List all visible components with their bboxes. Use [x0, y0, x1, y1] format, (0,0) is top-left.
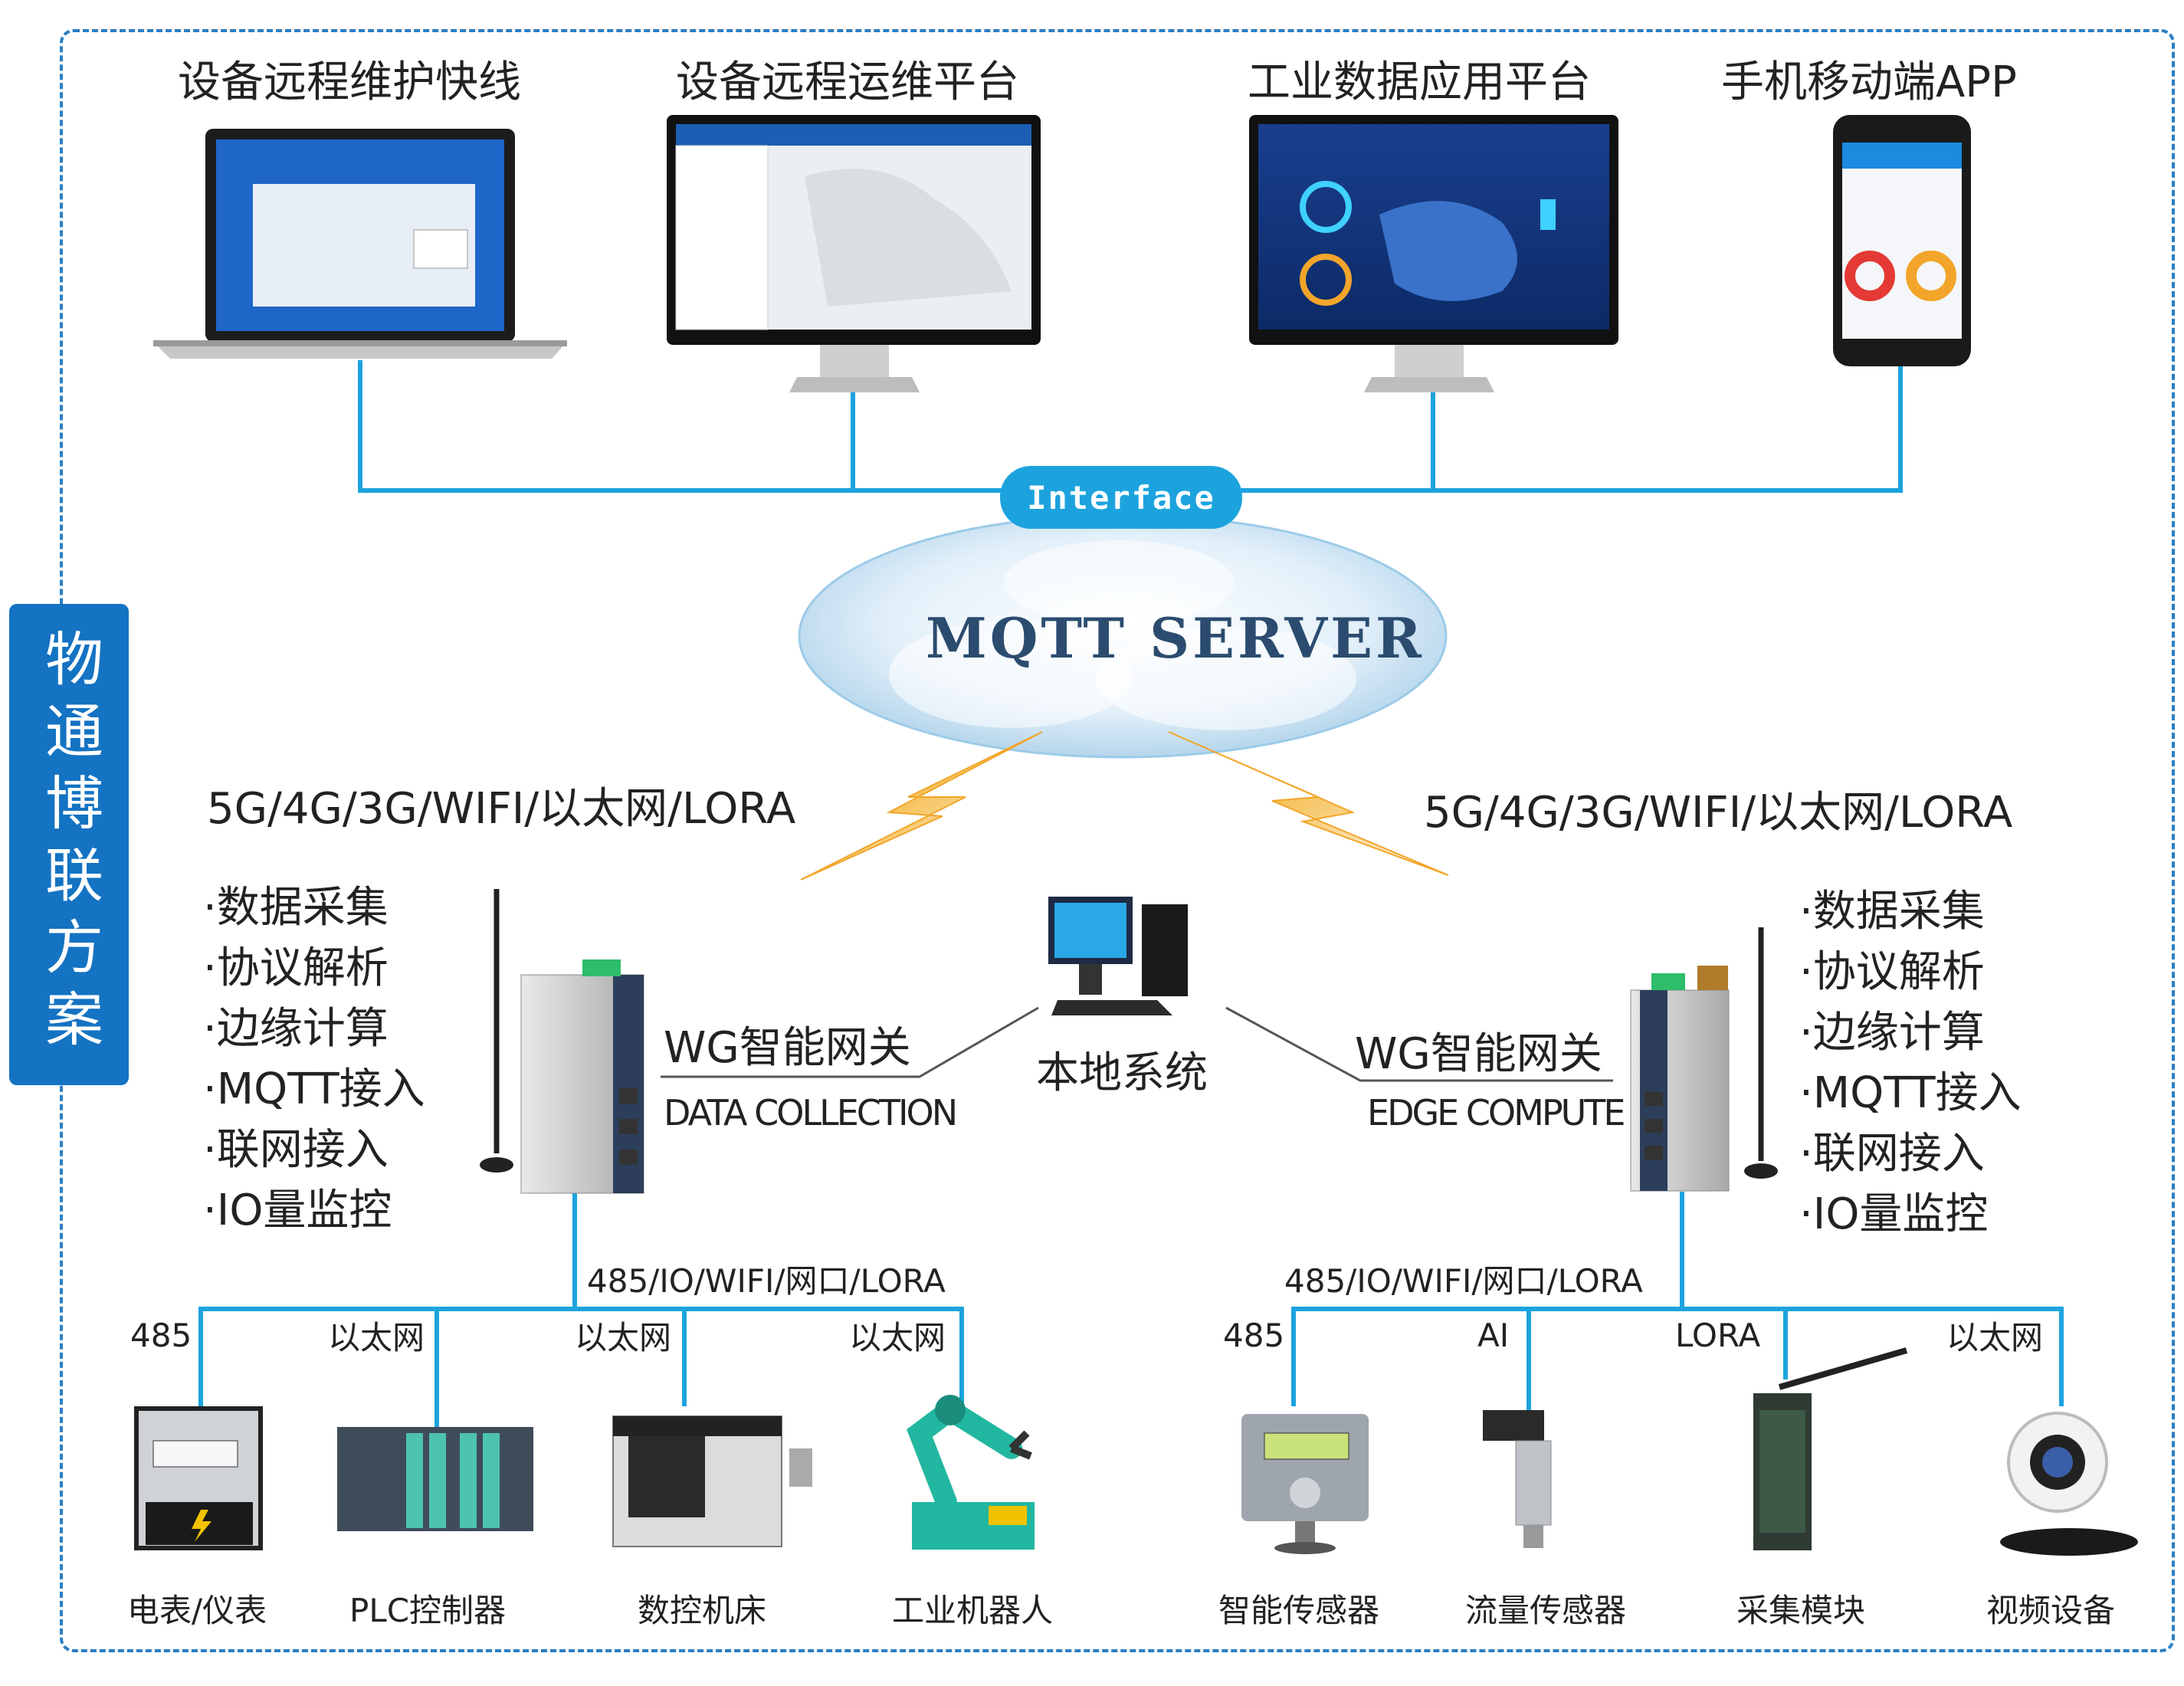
bus-label-right: 485/IO/WIFI/网口/LORA: [1284, 1262, 1643, 1300]
industrial-robot-icon: [907, 1395, 1035, 1550]
phone-icon: [1833, 115, 1971, 366]
device-label-video: 视频设备: [1986, 1592, 2116, 1629]
local-pc-icon: [1048, 897, 1188, 1015]
feature-item: ·边缘计算: [1799, 1008, 1985, 1058]
feature-item: ·数据采集: [203, 883, 389, 933]
platform-label-ops-platform: 设备远程运维平台: [676, 57, 1019, 107]
link-label-flow-sensor: AI: [1477, 1317, 1510, 1354]
electric-meter-icon: [134, 1406, 263, 1550]
monitor-icon-ops: [667, 115, 1041, 392]
feature-item: ·联网接入: [1799, 1129, 1985, 1179]
device-label-module: 采集模块: [1736, 1592, 1866, 1629]
device-label-robot: 工业机器人: [892, 1592, 1054, 1629]
video-camera-icon: [2000, 1412, 2138, 1556]
gateway-right-name: WG智能网关: [1355, 1029, 1602, 1079]
solution-title-tab: 物通博联方案: [9, 604, 129, 1085]
platform-label-maintenance-line: 设备远程维护快线: [178, 57, 521, 107]
network-label-right: 5G/4G/3G/WIFI/以太网/LORA: [1424, 788, 2013, 838]
feature-item: ·协议解析: [203, 943, 389, 993]
local-system-links: [661, 1006, 1613, 1082]
device-label-meter: 电表/仪表: [127, 1592, 267, 1629]
feature-item: ·数据采集: [1799, 887, 1985, 936]
flow-sensor-icon: [1483, 1410, 1552, 1548]
plc-controller-icon: [337, 1427, 533, 1531]
device-label-flow-sensor: 流量传感器: [1465, 1592, 1627, 1629]
feature-item: ·MQTT接入: [203, 1064, 425, 1114]
feature-list-left: ·数据采集 ·协议解析 ·边缘计算 ·MQTT接入 ·联网接入 ·IO量监控: [203, 877, 425, 1241]
monitor-icon-data: [1249, 115, 1618, 392]
right-gateway-device: [1630, 927, 1778, 1192]
link-label-cnc: 以太网: [575, 1319, 672, 1356]
feature-item: ·IO量监控: [1799, 1189, 1989, 1239]
link-label-video: 以太网: [1946, 1319, 2044, 1356]
feature-item: ·MQTT接入: [1799, 1068, 2022, 1118]
network-label-left: 5G/4G/3G/WIFI/以太网/LORA: [207, 784, 796, 834]
feature-item: ·IO量监控: [203, 1186, 392, 1235]
link-label-module: LORA: [1675, 1317, 1761, 1354]
wireless-bolts: [800, 731, 1449, 881]
feature-item: ·协议解析: [1799, 947, 1985, 997]
mqtt-server-label: MQTT SERVER: [926, 605, 1425, 671]
left-gateway-device: [480, 889, 644, 1194]
acquisition-module-icon: [1753, 1347, 1908, 1550]
gateway-right-sub: EDGE COMPUTE: [1367, 1092, 1625, 1133]
platform-label-data-platform: 工业数据应用平台: [1248, 57, 1591, 107]
device-label-cnc: 数控机床: [638, 1592, 767, 1629]
link-label-smart-sensor: 485: [1223, 1317, 1285, 1354]
interface-pill: Interface: [1000, 466, 1242, 529]
gateway-left-sub: DATA COLLECTION: [664, 1092, 958, 1133]
feature-item: ·联网接入: [203, 1125, 389, 1175]
smart-sensor-icon: [1241, 1414, 1369, 1554]
platform-label-mobile-app: 手机移动端APP: [1721, 57, 2017, 107]
link-label-plc: 以太网: [328, 1319, 425, 1356]
cnc-machine-icon: [612, 1415, 812, 1547]
link-label-robot: 以太网: [849, 1319, 946, 1356]
device-label-smart-sensor: 智能传感器: [1218, 1592, 1380, 1629]
laptop-icon: [153, 129, 567, 359]
device-label-plc: PLC控制器: [349, 1592, 507, 1629]
gateway-left-name: WG智能网关: [664, 1023, 911, 1073]
feature-item: ·边缘计算: [203, 1004, 389, 1054]
bus-label-left: 485/IO/WIFI/网口/LORA: [587, 1262, 946, 1300]
link-label-meter: 485: [130, 1317, 192, 1354]
feature-list-right: ·数据采集 ·协议解析 ·边缘计算 ·MQTT接入 ·联网接入 ·IO量监控: [1799, 881, 2022, 1245]
local-system-label: 本地系统: [1036, 1048, 1208, 1098]
solution-title: 物通博联方案: [35, 628, 103, 1061]
